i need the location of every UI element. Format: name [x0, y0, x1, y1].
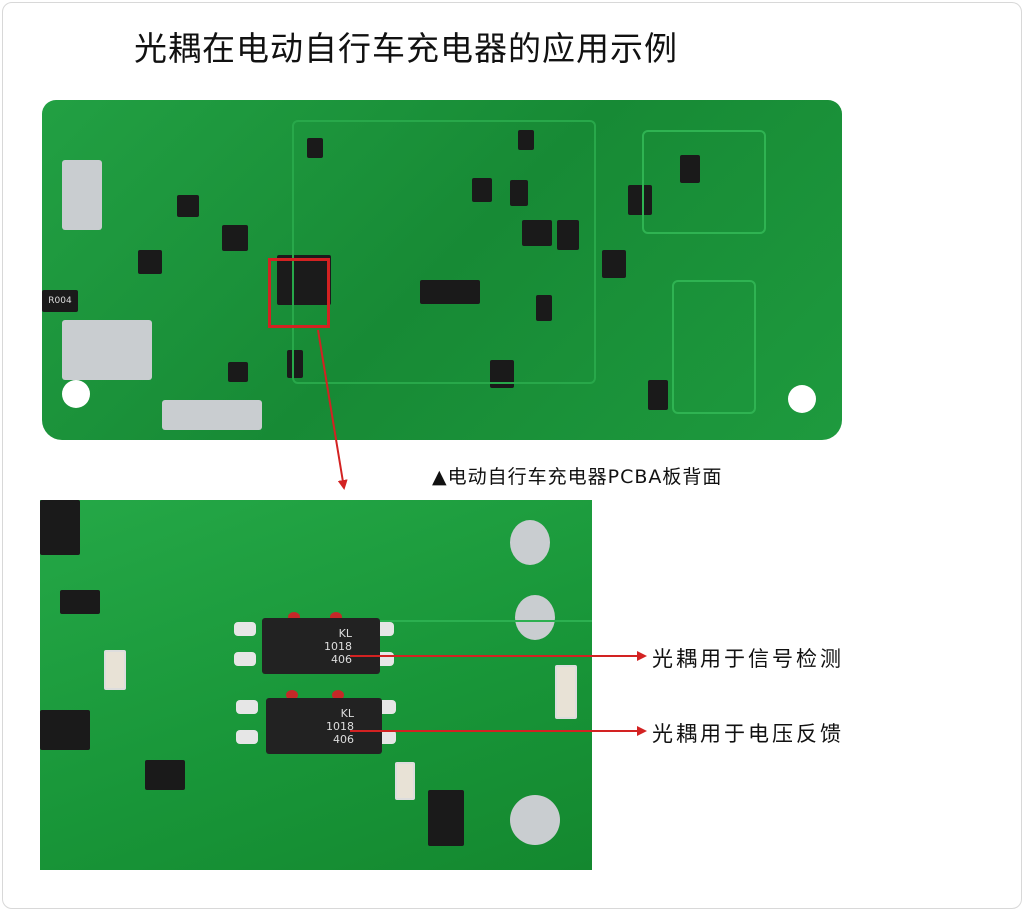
opto-lead [236, 730, 258, 744]
diode [428, 790, 464, 846]
ic-chip [307, 138, 323, 158]
red-glue-dot [286, 690, 298, 700]
opto-marking: 1018 [326, 720, 354, 733]
ic-chip [536, 295, 552, 321]
callout-arrow-board [317, 329, 348, 490]
mounting-hole [788, 385, 816, 413]
ic-chip [602, 250, 626, 278]
ic-chip [228, 362, 248, 382]
solder-pad [510, 520, 550, 565]
opto-lead [236, 700, 258, 714]
pcba-board-photo: R004 [42, 100, 842, 440]
ic-chip [510, 180, 528, 206]
ic-chip [222, 225, 248, 251]
ic-chip [557, 220, 579, 250]
opto-marking: 406 [333, 733, 354, 746]
highlight-box [268, 258, 330, 328]
ic-chip [518, 130, 534, 150]
solder-pad [515, 595, 555, 640]
label-signal-detect: 光耦用于信号检测 [652, 647, 844, 671]
solder-pad [162, 400, 262, 430]
ic-chip [648, 380, 668, 410]
red-glue-dot [288, 612, 300, 622]
pcb-trace [380, 620, 592, 870]
ic-chip [680, 155, 700, 183]
transistor [60, 590, 100, 614]
smd-capacitor [395, 762, 415, 800]
ic-chip [40, 500, 80, 555]
transistor [145, 760, 185, 790]
pcb-trace [642, 130, 766, 234]
solder-pad [62, 160, 102, 230]
red-glue-dot [330, 612, 342, 622]
pcb-trace [672, 280, 756, 414]
smd-capacitor [555, 665, 577, 719]
opto-marking: 1018 [324, 640, 352, 653]
ic-chip [420, 280, 480, 304]
ic-chip [287, 350, 303, 378]
optocoupler-voltage-feedback: KL 1018 406 [266, 698, 382, 754]
red-glue-dot [332, 690, 344, 700]
pcb-trace [292, 120, 596, 384]
smd-resistor [104, 650, 126, 690]
opto-marking: KL [338, 627, 352, 640]
transistor [40, 710, 90, 750]
ic-chip [522, 220, 552, 246]
opto-lead [234, 652, 256, 666]
opto-marking: 406 [331, 653, 352, 666]
board-caption: ▲电动自行车充电器PCBA板背面 [432, 466, 723, 488]
label-voltage-feedback: 光耦用于电压反馈 [652, 722, 844, 746]
optocoupler-pair [277, 255, 331, 305]
opto-lead [234, 622, 256, 636]
optocoupler-closeup-photo: KL 1018 406 KL 1018 406 [40, 500, 592, 870]
ic-chip [472, 178, 492, 202]
ic-chip [138, 250, 162, 274]
ic-chip [177, 195, 199, 217]
opto-marking: KL [340, 707, 354, 720]
mounting-hole [62, 380, 90, 408]
optocoupler-signal-detect: KL 1018 406 [262, 618, 380, 674]
resistor-r004: R004 [42, 290, 78, 312]
solder-pad [510, 795, 560, 845]
figure-title: 光耦在电动自行车充电器的应用示例 [134, 29, 678, 68]
ic-chip [628, 185, 652, 215]
solder-pad [62, 320, 152, 380]
